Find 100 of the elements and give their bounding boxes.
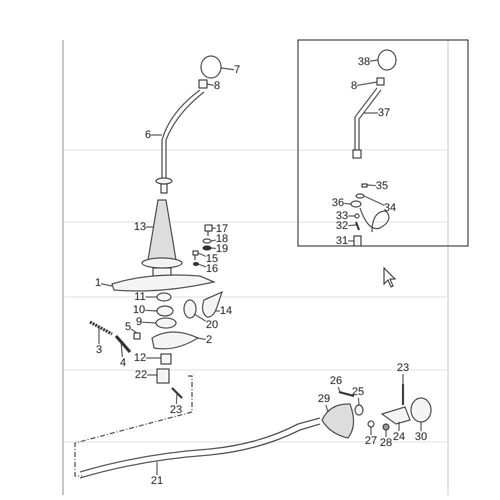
callout-number: 12 xyxy=(134,352,146,364)
part-drawing xyxy=(89,320,113,336)
leader-line xyxy=(210,248,216,249)
part-drawing xyxy=(410,398,432,422)
part-drawing xyxy=(156,368,170,384)
callout-number: 6 xyxy=(144,129,152,141)
leader-line xyxy=(206,84,214,86)
leader-line xyxy=(210,240,216,242)
part-drawing xyxy=(156,306,174,316)
callout-number: 1 xyxy=(94,277,102,289)
callout-number: 18 xyxy=(216,233,228,245)
part-drawing xyxy=(368,420,374,428)
part-drawing xyxy=(202,246,212,250)
callout-number: 3 xyxy=(96,344,102,356)
leader-line xyxy=(370,426,372,436)
leader-line xyxy=(142,322,156,324)
part-drawing xyxy=(338,391,354,397)
callout-number: 31 xyxy=(336,235,348,247)
callout-number: 37 xyxy=(378,107,390,119)
part-drawing xyxy=(193,262,199,266)
leader-line xyxy=(196,338,206,340)
callout-number: 28 xyxy=(380,437,392,449)
part-drawing xyxy=(322,403,354,438)
part-drawing xyxy=(356,194,364,198)
leader-line xyxy=(150,134,162,136)
callout-number: 16 xyxy=(206,263,218,275)
leader-line xyxy=(216,310,220,312)
leader-line xyxy=(144,310,158,312)
callout-number: 4 xyxy=(120,357,126,369)
part-drawing xyxy=(171,387,183,399)
part-drawing xyxy=(354,404,364,416)
leader-line xyxy=(198,264,206,268)
part-drawing xyxy=(204,224,212,236)
callout-number: 15 xyxy=(206,253,218,265)
callout-number: 30 xyxy=(414,431,428,443)
leader-line xyxy=(120,342,123,358)
part-drawing xyxy=(152,332,198,350)
callout-number: 36 xyxy=(332,197,344,209)
part-drawing xyxy=(134,332,140,340)
callout-number: 38 xyxy=(358,56,370,68)
callout-number: 8 xyxy=(214,80,220,92)
leader-line xyxy=(358,398,360,406)
callout-number: 29 xyxy=(318,393,330,405)
part-drawing xyxy=(160,354,172,364)
part-drawing xyxy=(382,424,390,430)
leader-line xyxy=(348,224,356,226)
part-drawing xyxy=(202,292,222,318)
part-drawing xyxy=(200,56,222,78)
callout-number: 9 xyxy=(136,316,142,328)
callout-number: 10 xyxy=(132,304,146,316)
leader-line xyxy=(348,240,354,242)
leader-line xyxy=(364,196,384,206)
part-drawing xyxy=(156,90,204,194)
leader-line xyxy=(402,374,404,384)
callout-number: 14 xyxy=(220,305,232,317)
leader-line xyxy=(146,374,158,376)
callout-number: 17 xyxy=(216,223,228,235)
callout-number: 23 xyxy=(170,404,182,416)
callout-number: 33 xyxy=(336,210,348,222)
leader-line xyxy=(145,296,158,298)
part-drawing xyxy=(184,300,196,318)
part-drawing xyxy=(198,80,208,88)
callout-number: 25 xyxy=(352,386,364,398)
part-drawing xyxy=(362,184,368,188)
leader-line xyxy=(176,392,178,404)
leader-line xyxy=(420,422,422,432)
callout-number: 13 xyxy=(134,221,146,233)
part-drawing xyxy=(376,78,384,86)
callout-number: 35 xyxy=(376,180,388,192)
leader-line xyxy=(98,326,100,344)
callout-number: 21 xyxy=(150,475,164,487)
callout-number: 19 xyxy=(216,243,228,255)
part-drawing xyxy=(380,406,411,425)
part-drawing xyxy=(156,318,176,328)
callout-number: 11 xyxy=(134,291,146,303)
leader-line xyxy=(370,60,378,62)
part-drawing xyxy=(350,200,362,208)
leader-line xyxy=(146,226,154,228)
leader-line xyxy=(156,462,158,476)
part-drawing xyxy=(378,50,396,70)
callout-number: 34 xyxy=(384,202,396,214)
part-drawing xyxy=(202,238,212,244)
part-drawing xyxy=(355,222,360,230)
part-drawing xyxy=(156,292,172,302)
part-drawing xyxy=(354,236,362,246)
part-drawing xyxy=(354,214,360,218)
leader-line xyxy=(194,314,206,322)
leader-line xyxy=(325,404,328,412)
leader-line xyxy=(212,228,216,229)
callout-number: 20 xyxy=(206,319,218,331)
callout-number: 22 xyxy=(134,369,148,381)
leader-line xyxy=(366,184,376,186)
part-drawing xyxy=(114,335,132,353)
callout-number: 8 xyxy=(350,80,358,92)
callout-number: 2 xyxy=(206,334,212,346)
callout-number: 24 xyxy=(392,431,406,443)
leader-line xyxy=(100,283,112,286)
leader-line xyxy=(364,112,378,114)
callout-number: 23 xyxy=(396,362,410,374)
callout-number: 7 xyxy=(234,64,240,76)
